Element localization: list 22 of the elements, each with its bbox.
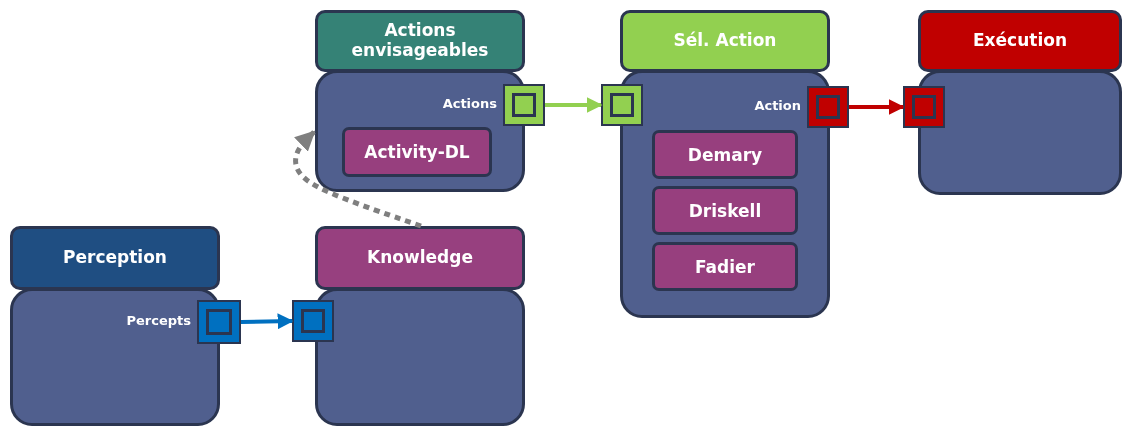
port-icon	[503, 84, 545, 126]
port-label: Actions	[442, 96, 497, 111]
port-label: Action	[754, 98, 801, 113]
port-icon	[807, 86, 849, 128]
arrow	[545, 97, 603, 113]
arrow	[293, 130, 422, 229]
module-box: Demary	[652, 130, 798, 179]
component-header: Perception	[10, 226, 220, 290]
port-icon	[903, 86, 945, 128]
component-header: Actions envisageables	[315, 10, 525, 72]
arrow	[849, 99, 905, 115]
component-header: Knowledge	[315, 226, 525, 290]
module-box: Driskell	[652, 186, 798, 235]
port-label: Percepts	[126, 313, 191, 328]
port-icon	[292, 300, 334, 342]
port-icon	[197, 300, 241, 344]
module-box: Activity-DL	[342, 127, 492, 177]
arrow	[240, 313, 294, 330]
component-header: Sél. Action	[620, 10, 830, 72]
port-icon	[601, 84, 643, 126]
component-header: Exécution	[918, 10, 1122, 72]
module-box: Fadier	[652, 242, 798, 291]
